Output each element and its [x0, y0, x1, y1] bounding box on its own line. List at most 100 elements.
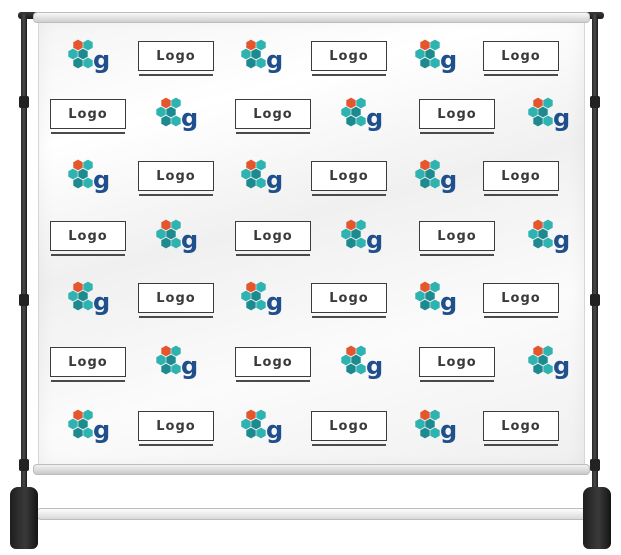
brand-mark-hexagon [246, 177, 256, 189]
brand-mark-hexagon [73, 57, 83, 69]
brand-mark-hexagon [543, 345, 553, 357]
pole-joint [19, 459, 29, 471]
brand-mark-hexagon [425, 290, 435, 302]
brand-mark-hexagon [246, 159, 256, 171]
brand-mark-hexagon [351, 354, 361, 366]
brand-mark-icon: g [68, 159, 110, 194]
brand-mark-letter: g [181, 352, 198, 380]
logo-placeholder-text: Logo [329, 48, 369, 64]
banner-top-rod [33, 12, 590, 23]
brand-mark-hexagon [166, 106, 176, 118]
logo-placeholder-text: Logo [437, 106, 477, 122]
brand-mark-hexagon [528, 106, 538, 118]
brand-mark-hexagon [78, 290, 88, 302]
brand-mark-hexagon [246, 409, 256, 421]
logo-placeholder-text: Logo [329, 418, 369, 434]
brand-mark-hexagon [351, 228, 361, 240]
brand-mark-hexagon [346, 345, 356, 357]
brand-mark-hexagon [73, 409, 83, 421]
brand-mark-hexagon [543, 237, 553, 249]
brand-mark-hexagon [543, 97, 553, 109]
logo-placeholder-box: Logo [50, 347, 126, 382]
brand-mark-hexagon [528, 228, 538, 240]
pole-joint [590, 294, 600, 306]
brand-mark-hexagon [161, 363, 171, 375]
brand-mark-hexagon [533, 97, 543, 109]
brand-mark-hexagon [256, 57, 266, 69]
brand-mark-hexagon [341, 106, 351, 118]
brand-mark-letter: g [181, 104, 198, 132]
brand-mark-hexagon [256, 39, 266, 51]
brand-mark-icon: g [156, 345, 198, 380]
brand-mark-hexagon [533, 345, 543, 357]
brand-mark-hexagon [425, 48, 435, 60]
brand-mark-hexagon [430, 39, 440, 51]
brand-mark-letter: g [440, 416, 457, 444]
logo-placeholder-text: Logo [156, 48, 196, 64]
logo-placeholder-box: Logo [138, 161, 214, 196]
brand-mark-hexagon [356, 237, 366, 249]
logo-placeholder-box: Logo [50, 99, 126, 134]
brand-mark-icon: g [241, 409, 283, 444]
logo-placeholder-text: Logo [501, 290, 541, 306]
logo-placeholder-text: Logo [501, 418, 541, 434]
logo-placeholder-text: Logo [501, 168, 541, 184]
brand-mark-hexagon [241, 48, 251, 60]
brand-mark-hexagon [83, 177, 93, 189]
brand-mark-hexagon [356, 345, 366, 357]
brand-mark-letter: g [93, 416, 110, 444]
logo-placeholder-box: Logo [483, 41, 559, 76]
brand-mark-icon: g [415, 281, 457, 316]
brand-mark-letter: g [366, 352, 383, 380]
brand-mark-hexagon [171, 97, 181, 109]
brand-mark-hexagon [83, 281, 93, 293]
brand-mark-letter: g [440, 166, 457, 194]
brand-mark-hexagon [356, 115, 366, 127]
brand-mark-hexagon [156, 228, 166, 240]
brand-mark-letter: g [553, 352, 570, 380]
brand-mark-icon: g [341, 345, 383, 380]
logo-placeholder-text: Logo [253, 228, 293, 244]
brand-mark-hexagon [420, 57, 430, 69]
brand-mark-hexagon [420, 177, 430, 189]
brand-mark-hexagon [415, 418, 425, 430]
brand-mark-hexagon [241, 290, 251, 302]
brand-mark-hexagon [73, 159, 83, 171]
logo-placeholder-box: Logo [483, 161, 559, 196]
brand-mark-hexagon [533, 363, 543, 375]
brand-mark-icon: g [415, 159, 457, 194]
logo-placeholder-box: Logo [138, 283, 214, 318]
logo-placeholder-text: Logo [68, 106, 108, 122]
brand-mark-hexagon [528, 354, 538, 366]
brand-mark-hexagon [68, 48, 78, 60]
brand-mark-hexagon [246, 427, 256, 439]
brand-mark-hexagon [430, 57, 440, 69]
logo-placeholder-text: Logo [329, 290, 369, 306]
brand-mark-letter: g [553, 104, 570, 132]
brand-mark-hexagon [415, 168, 425, 180]
brand-mark-letter: g [181, 226, 198, 254]
brand-mark-hexagon [543, 219, 553, 231]
brand-mark-hexagon [430, 409, 440, 421]
brand-mark-hexagon [256, 281, 266, 293]
brand-mark-hexagon [156, 354, 166, 366]
brand-mark-hexagon [83, 427, 93, 439]
logo-placeholder-text: Logo [156, 418, 196, 434]
brand-mark-hexagon [256, 427, 266, 439]
brand-mark-letter: g [266, 46, 283, 74]
brand-mark-letter: g [440, 46, 457, 74]
brand-mark-icon: g [68, 281, 110, 316]
logo-placeholder-text: Logo [68, 228, 108, 244]
frame-right-foot [583, 487, 611, 549]
brand-mark-hexagon [78, 418, 88, 430]
brand-mark-hexagon [73, 281, 83, 293]
logo-placeholder-box: Logo [419, 99, 495, 134]
pole-joint [19, 294, 29, 306]
brand-mark-hexagon [256, 409, 266, 421]
brand-mark-hexagon [543, 115, 553, 127]
brand-mark-letter: g [553, 226, 570, 254]
brand-mark-icon: g [68, 409, 110, 444]
brand-mark-hexagon [538, 354, 548, 366]
brand-mark-hexagon [533, 115, 543, 127]
brand-mark-icon: g [528, 97, 570, 132]
